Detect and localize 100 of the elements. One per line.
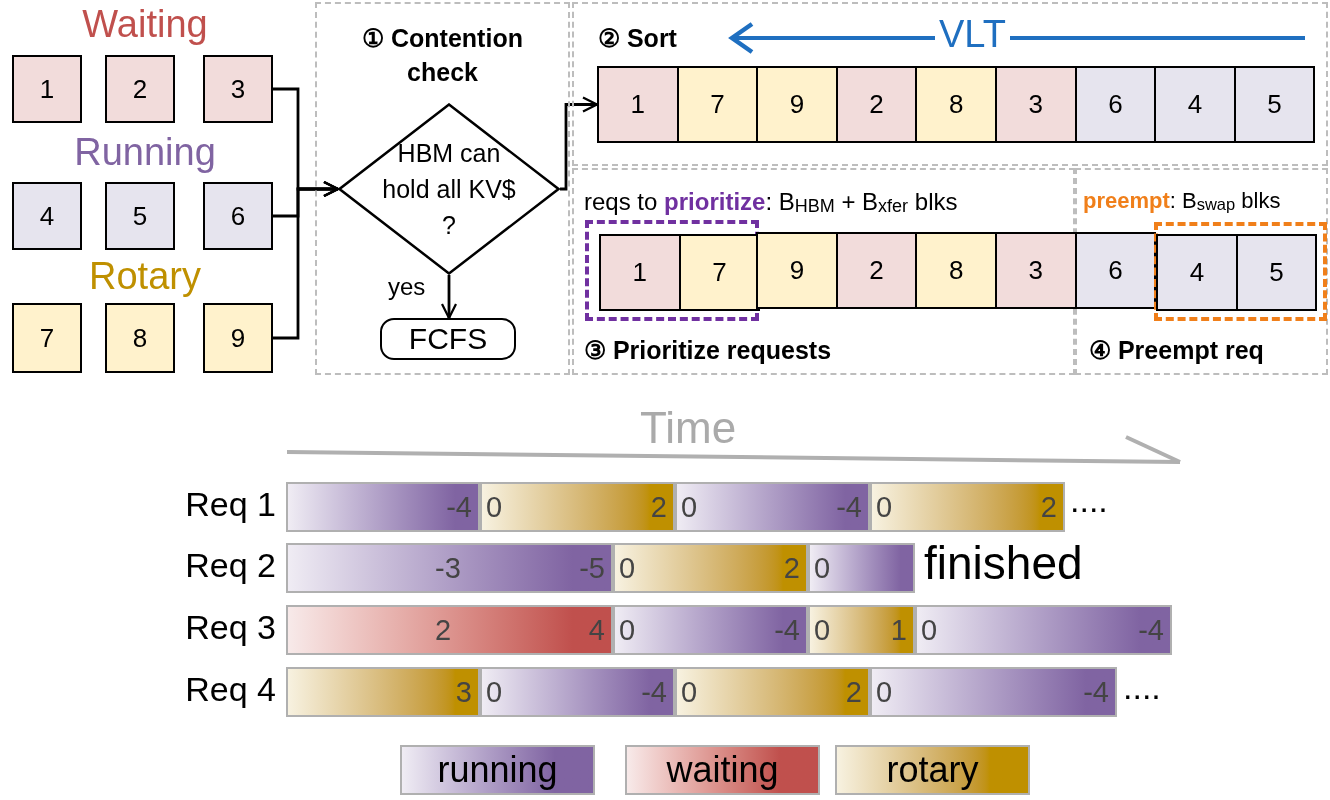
panel-heading: ④ Preempt req [1089, 335, 1265, 366]
segment-value: -4 [1083, 675, 1109, 709]
segment-value: 2 [1040, 490, 1057, 524]
continuation-dots: .... [1123, 669, 1161, 707]
decision-diamond [338, 103, 560, 275]
segment-value: 0 [619, 551, 636, 585]
timeline-segment [613, 543, 808, 593]
segment-value: 0 [681, 490, 698, 524]
dashed-panel [1075, 168, 1328, 375]
request-cell [835, 232, 918, 309]
timeline-segment [675, 667, 870, 717]
segment-value: 0 [876, 490, 893, 524]
connector-arrow [273, 180, 340, 340]
text-label: Req 2 [185, 547, 276, 585]
dashed-panel [572, 2, 1328, 166]
request-cell [12, 303, 82, 373]
panel-heading: ② Sort [598, 23, 678, 54]
dashed-panel [315, 2, 570, 375]
segment-value: 0 [814, 613, 831, 647]
request-number: 8 [948, 255, 964, 286]
continuation-dots: .... [1070, 482, 1108, 520]
timeline-segment [286, 543, 613, 593]
request-cell [915, 66, 997, 143]
text-label: Rotary [88, 256, 202, 298]
request-number: 7 [712, 257, 727, 288]
request-cell [1156, 234, 1238, 311]
segment-value: 4 [588, 613, 605, 647]
request-cell [995, 232, 1077, 309]
request-cell [995, 66, 1077, 143]
panel-heading: ① Contention check [361, 23, 524, 88]
request-number: 7 [710, 89, 725, 120]
panel-heading: ③ Prioritize requests [584, 335, 833, 366]
request-cell [915, 232, 997, 309]
request-number: 2 [869, 89, 884, 120]
request-cell [1233, 66, 1316, 143]
request-cell [203, 182, 273, 250]
timeline-segment [286, 482, 480, 532]
request-number: 3 [230, 73, 246, 105]
connector-arrow [440, 275, 458, 320]
segment-value: 3 [455, 675, 472, 709]
timeline-segment [808, 605, 915, 655]
request-cell [105, 303, 175, 373]
request-number: 9 [789, 255, 805, 286]
segment-value: 0 [814, 551, 831, 585]
request-cell [105, 55, 175, 123]
request-cell [203, 303, 273, 373]
request-cell [756, 66, 838, 143]
segment-value: -4 [641, 675, 667, 709]
text-label: Running [73, 132, 217, 174]
request-cell [12, 55, 82, 123]
segment-value: -4 [1138, 613, 1164, 647]
request-number: 3 [1028, 89, 1044, 120]
text-label: Waiting [81, 4, 209, 46]
segment-value: 0 [876, 675, 893, 709]
timeline-segment [480, 482, 675, 532]
panel-note: reqs to prioritize: B$_{HBM}$ + B$_{xfer}$ blks [584, 187, 959, 218]
request-cell [835, 66, 918, 143]
text-label: finished [924, 538, 1083, 589]
request-number: 5 [1267, 89, 1282, 120]
timeline-segment [286, 667, 480, 717]
legend-swatch: rotary [835, 745, 1030, 795]
request-number: 1 [630, 89, 646, 120]
segment-value: 2 [783, 551, 800, 585]
segment-value: 1 [890, 613, 907, 647]
request-cell [105, 182, 175, 250]
request-number: 6 [230, 200, 246, 232]
request-number: 1 [632, 257, 648, 288]
request-number: 1 [39, 73, 55, 105]
segment-value: 2 [845, 675, 862, 709]
text-label: Req 3 [185, 609, 276, 647]
request-number: 9 [230, 322, 246, 354]
segment-value: 0 [619, 613, 636, 647]
request-cell [599, 234, 681, 311]
selection-box [1154, 222, 1327, 321]
request-number: 2 [132, 73, 148, 105]
request-number: 8 [132, 322, 148, 354]
segment-value: 0 [681, 675, 698, 709]
timeline-segment [870, 667, 1117, 717]
decision-text: HBM can hold all KV$ ? [381, 137, 517, 242]
request-number: 8 [948, 89, 964, 120]
request-number: 9 [789, 89, 805, 120]
request-number: 2 [869, 255, 884, 286]
timeline-segment [675, 482, 870, 532]
segment-value: -4 [446, 490, 472, 524]
selection-box [585, 220, 759, 321]
dashed-panel [572, 168, 1075, 375]
axis-label: Time [640, 404, 737, 453]
segment-value: -3 [435, 551, 461, 585]
legend-swatch: waiting [625, 745, 820, 795]
request-number: 7 [39, 322, 55, 354]
request-number: 5 [1269, 257, 1284, 288]
request-number: 6 [1108, 255, 1123, 286]
request-number: 4 [1187, 89, 1203, 120]
timeline-segment [870, 482, 1065, 532]
segment-value: 2 [435, 613, 452, 647]
request-cell [1074, 66, 1157, 143]
request-cell [1154, 66, 1236, 143]
segment-value: 0 [921, 613, 938, 647]
timeline-segment [480, 667, 675, 717]
request-cell [203, 55, 273, 123]
